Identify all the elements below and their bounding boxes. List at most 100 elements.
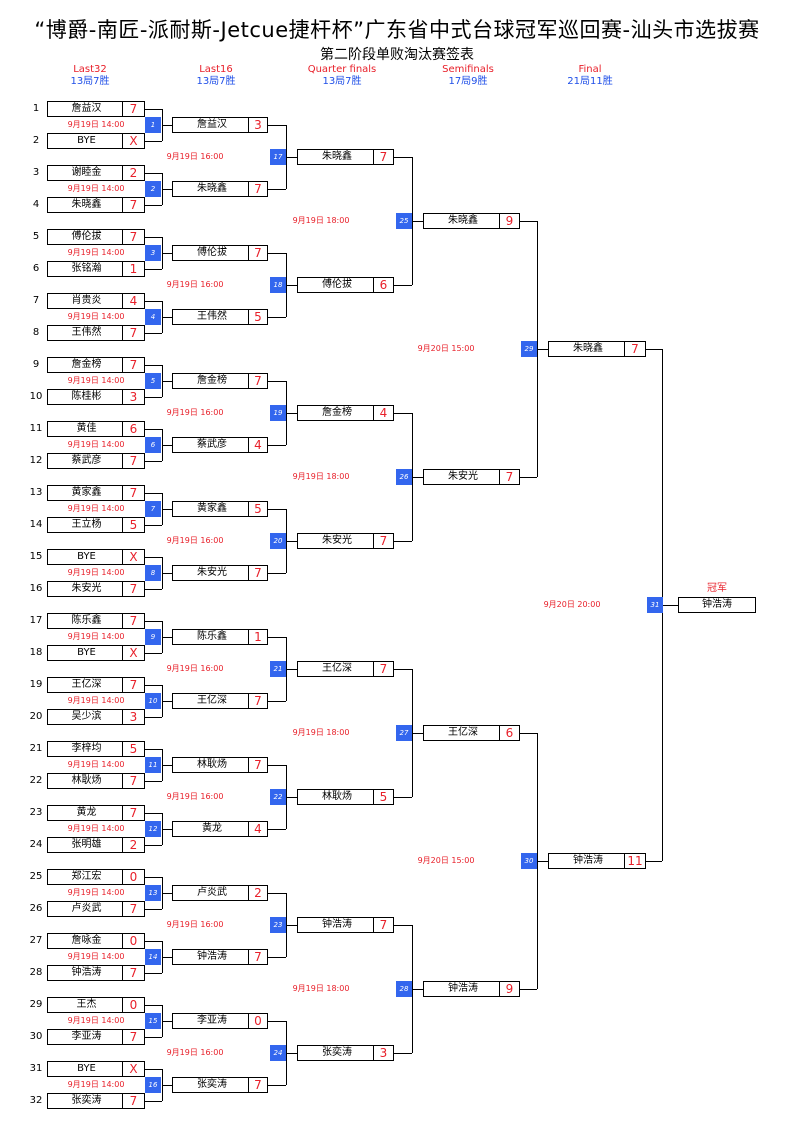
match-number-badge[interactable]: 26 [396,469,412,485]
champion-slot[interactable]: 钟浩涛 [678,597,756,613]
match-number-badge[interactable]: 6 [145,437,161,453]
match-number-badge[interactable]: 14 [145,949,161,965]
seed-number: 21 [29,743,43,754]
match-number-badge[interactable]: 10 [145,693,161,709]
player-name: BYE [77,551,96,562]
match-number-badge[interactable]: 4 [145,309,161,325]
match-number-badge[interactable]: 28 [396,981,412,997]
match-number-badge[interactable]: 5 [145,373,161,389]
match-number-badge[interactable]: 8 [145,565,161,581]
match-number-badge[interactable]: 1 [145,117,161,133]
match-number-badge[interactable]: 29 [521,341,537,357]
connector-line [394,1053,412,1054]
match-number-badge[interactable]: 23 [270,917,286,933]
match-number-badge[interactable]: 20 [270,533,286,549]
match-number-badge[interactable]: 9 [145,629,161,645]
match-number-badge[interactable]: 16 [145,1077,161,1093]
match-number-badge[interactable]: 31 [647,597,663,613]
match-number-badge[interactable]: 15 [145,1013,161,1029]
match-number-badge[interactable]: 27 [396,725,412,741]
match-number-badge[interactable]: 18 [270,277,286,293]
match-number-badge[interactable]: 11 [145,757,161,773]
player-name: 朱安光 [448,471,478,482]
match-number-badge[interactable]: 22 [270,789,286,805]
match-number-badge[interactable]: 7 [145,501,161,517]
match-number-badge[interactable]: 21 [270,661,286,677]
match-number-badge[interactable]: 3 [145,245,161,261]
match-number-badge[interactable]: 25 [396,213,412,229]
match-number-badge[interactable]: 30 [521,853,537,869]
match-number-badge[interactable]: 24 [270,1045,286,1061]
connector-line [394,925,412,926]
match-number-badge[interactable]: 13 [145,885,161,901]
match-number-badge[interactable]: 2 [145,181,161,197]
match-number-badge[interactable]: 17 [270,149,286,165]
connector-line [646,349,662,350]
match-number-badge[interactable]: 19 [270,405,286,421]
match-number-badge[interactable]: 12 [145,821,161,837]
